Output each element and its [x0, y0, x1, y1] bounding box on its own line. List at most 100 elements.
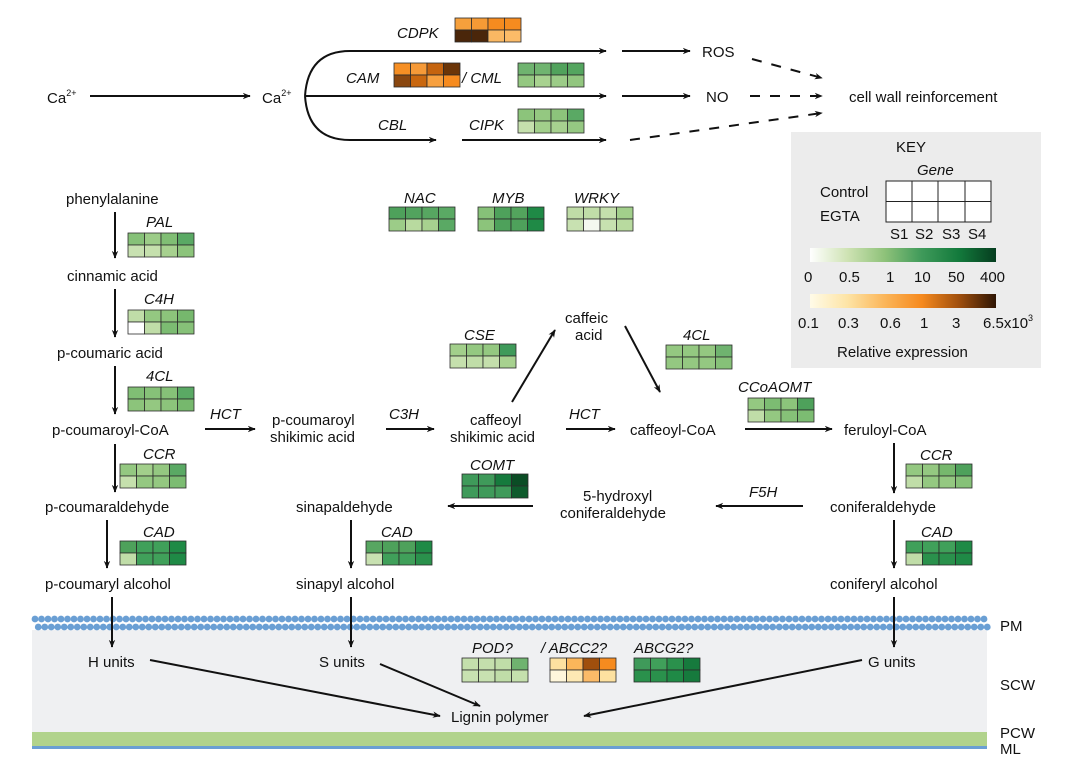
heatmap-cell-egta-s1: [454, 29, 472, 43]
heatmap-cell-egta-s2: [534, 120, 552, 134]
membrane-lipid: [814, 623, 822, 631]
heatmap-cell-egta-s1: [665, 356, 683, 370]
membrane-lipid: [801, 623, 809, 631]
heatmap-cell-control-s2: [494, 206, 512, 220]
membrane-lipid: [223, 623, 231, 631]
membrane-lipid: [730, 623, 738, 631]
heatmap-cell-egta-s4: [511, 669, 529, 683]
membrane-lipid: [775, 623, 783, 631]
heatmap-cell-egta-s2: [566, 669, 584, 683]
membrane-lipid: [873, 623, 881, 631]
heatmap-cell-egta-s4: [415, 552, 433, 566]
membrane-lipid: [876, 615, 884, 623]
heatmap-cell-egta-s4: [715, 356, 733, 370]
heatmap-cell-control-s1: [365, 540, 383, 554]
heatmap-cell-egta-s2: [144, 398, 162, 412]
membrane-lipid: [60, 623, 68, 631]
heatmap-cell-egta-s2: [650, 669, 668, 683]
membrane-lipid: [168, 615, 175, 623]
membrane-lipid: [353, 623, 361, 631]
ca-branch-upper: [304, 50, 395, 97]
metabolite-p-coumaroyl-coa: p-coumaroyl-CoA: [52, 422, 169, 439]
membrane-lipid: [405, 623, 413, 631]
membrane-lipid: [480, 615, 487, 623]
metabolite-caffeoyl-shikimic-2: shikimic acid: [450, 429, 535, 446]
heatmap-cell-control-s4: [177, 309, 195, 323]
membrane-lipid: [720, 615, 728, 623]
gene-cam: CAM: [346, 70, 380, 87]
membrane-lipid: [779, 615, 786, 623]
heatmap-cell-control-s2: [405, 206, 423, 220]
membrane-lipid: [229, 623, 237, 631]
membrane-lipid: [593, 623, 601, 631]
heatmap-cell-control-s3: [666, 657, 684, 671]
membrane-lipid: [811, 615, 819, 623]
s-units-label: S units: [319, 654, 365, 671]
membrane-lipid: [151, 623, 159, 631]
heatmap-cell-control-s3: [487, 17, 505, 31]
membrane-lipid: [980, 615, 988, 623]
gene-myb: MYB: [492, 190, 525, 207]
ca-outer-label: Ca2+: [47, 88, 76, 107]
heatmap-ccr-right: [905, 463, 973, 489]
membrane-lipid: [307, 623, 315, 631]
membrane-lipid: [203, 623, 211, 631]
membrane-lipid: [847, 623, 855, 631]
membrane-lipid: [506, 615, 513, 623]
membrane-lipid: [704, 623, 712, 631]
membrane-lipid: [220, 615, 227, 623]
membrane-lipid: [93, 623, 101, 631]
membrane-lipid: [671, 623, 679, 631]
membrane-lipid: [808, 623, 816, 631]
membrane-lipid: [444, 623, 452, 631]
membrane-lipid: [291, 615, 299, 623]
heatmap-cell-egta-s2: [478, 485, 496, 499]
membrane-lipid: [551, 615, 559, 623]
metabolite-feruloyl-coa: feruloyl-CoA: [844, 422, 927, 439]
membrane-lipid: [961, 615, 968, 623]
membrane-lipid: [694, 615, 702, 623]
key-stage-s4: S4: [968, 226, 986, 243]
heatmap-cell-control-s1: [119, 540, 137, 554]
heatmap-cell-control-s1: [633, 657, 651, 671]
ros-dashed-arrow: [751, 58, 823, 80]
heatmap-cell-egta-s4: [527, 218, 545, 232]
key-title: KEY: [896, 139, 926, 156]
heatmap-cell-control-s3: [550, 62, 568, 76]
membrane-lipid: [974, 615, 981, 623]
heatmap-cell-control-s1: [517, 62, 535, 76]
heatmap-cell-control-s1: [905, 463, 923, 477]
heatmap-cell-control-s3: [152, 540, 170, 554]
membrane-lipid: [558, 615, 565, 623]
heatmap-cell-egta-s2: [534, 74, 552, 88]
membrane-lipid: [899, 623, 907, 631]
membrane-lipid: [327, 623, 335, 631]
membrane-lipid: [613, 623, 621, 631]
membrane-lipid: [970, 623, 978, 631]
membrane-lipid: [77, 615, 84, 623]
heatmap-cell-egta-s4: [504, 29, 522, 43]
membrane-lipid: [454, 615, 461, 623]
heatmap-cell-control-s4: [169, 540, 187, 554]
membrane-lipid: [34, 623, 42, 631]
membrane-lipid: [746, 615, 754, 623]
heatmap-nac: [388, 206, 456, 232]
membrane-lipid: [408, 615, 416, 623]
heatmap-cell-egta-s4: [511, 485, 529, 499]
gene-wrky: WRKY: [574, 190, 620, 207]
heatmap-cell-egta-s1: [127, 321, 145, 335]
membrane-lipid: [476, 623, 484, 631]
heatmap-cell-egta-s1: [388, 218, 406, 232]
heatmap-cell-control-s3: [160, 232, 178, 246]
membrane-lipid: [652, 623, 660, 631]
heatmap-cell-egta-s2: [682, 356, 700, 370]
heatmap-cell-control-s4: [715, 344, 733, 358]
heatmap-4cl-left: [127, 386, 195, 412]
heatmap-cell-control-s1: [127, 386, 145, 400]
membrane-lipid: [122, 615, 130, 623]
heatmap-cell-egta-s1: [633, 669, 651, 683]
pcw-band: [32, 732, 987, 746]
heatmap-cell-egta-s3: [550, 74, 568, 88]
membrane-lipid: [918, 623, 926, 631]
heatmap-cad-left: [119, 540, 187, 566]
